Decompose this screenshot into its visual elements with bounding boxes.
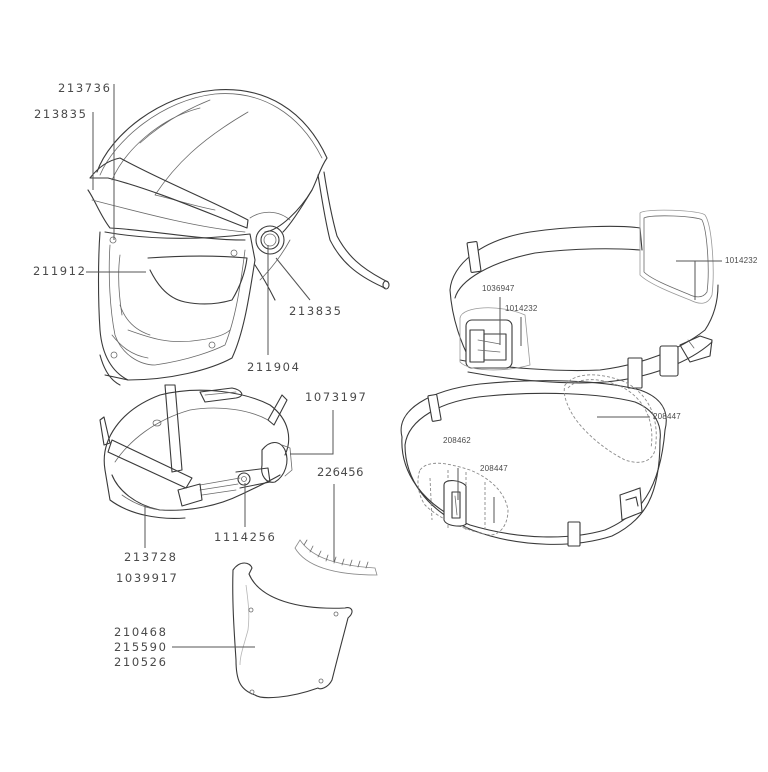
callout-213835-top: 213835 [34, 107, 88, 121]
callout-1114256: 1114256 [214, 530, 277, 544]
back-pad-belt-drawing [449, 209, 719, 389]
comfort-pad-drawing [294, 539, 378, 576]
callout-213728: 213728 [124, 550, 178, 564]
callout-1014232-buckle: 1014232 [505, 304, 538, 313]
helmet-leader-lines [86, 84, 311, 355]
callout-1036947: 1036947 [482, 284, 515, 293]
callout-226456: 226456 [317, 465, 364, 479]
visor-drawing [232, 562, 353, 699]
back-pad-belt-leader-lines [499, 260, 722, 346]
callout-208462: 208462 [443, 436, 471, 445]
helmet-drawing [87, 89, 390, 386]
waist-belt-drawing [400, 374, 667, 547]
headband-drawing [99, 384, 293, 519]
callout-215590: 215590 [114, 640, 168, 654]
callout-213736: 213736 [58, 81, 112, 95]
callout-1014232-back: 1014232 [725, 256, 758, 265]
callout-1073197: 1073197 [305, 390, 368, 404]
callout-213835-side: 213835 [289, 304, 343, 318]
callout-210526: 210526 [114, 655, 168, 669]
headband-leader-lines [144, 410, 335, 562]
callout-211904: 211904 [247, 360, 301, 374]
callout-211912: 211912 [33, 264, 87, 278]
callout-208447-pad: 208447 [653, 412, 681, 421]
waist-belt-leader-lines [457, 416, 650, 523]
callout-210468: 210468 [114, 625, 168, 639]
callout-1039917: 1039917 [116, 571, 179, 585]
callout-208447-clip: 208447 [480, 464, 508, 473]
